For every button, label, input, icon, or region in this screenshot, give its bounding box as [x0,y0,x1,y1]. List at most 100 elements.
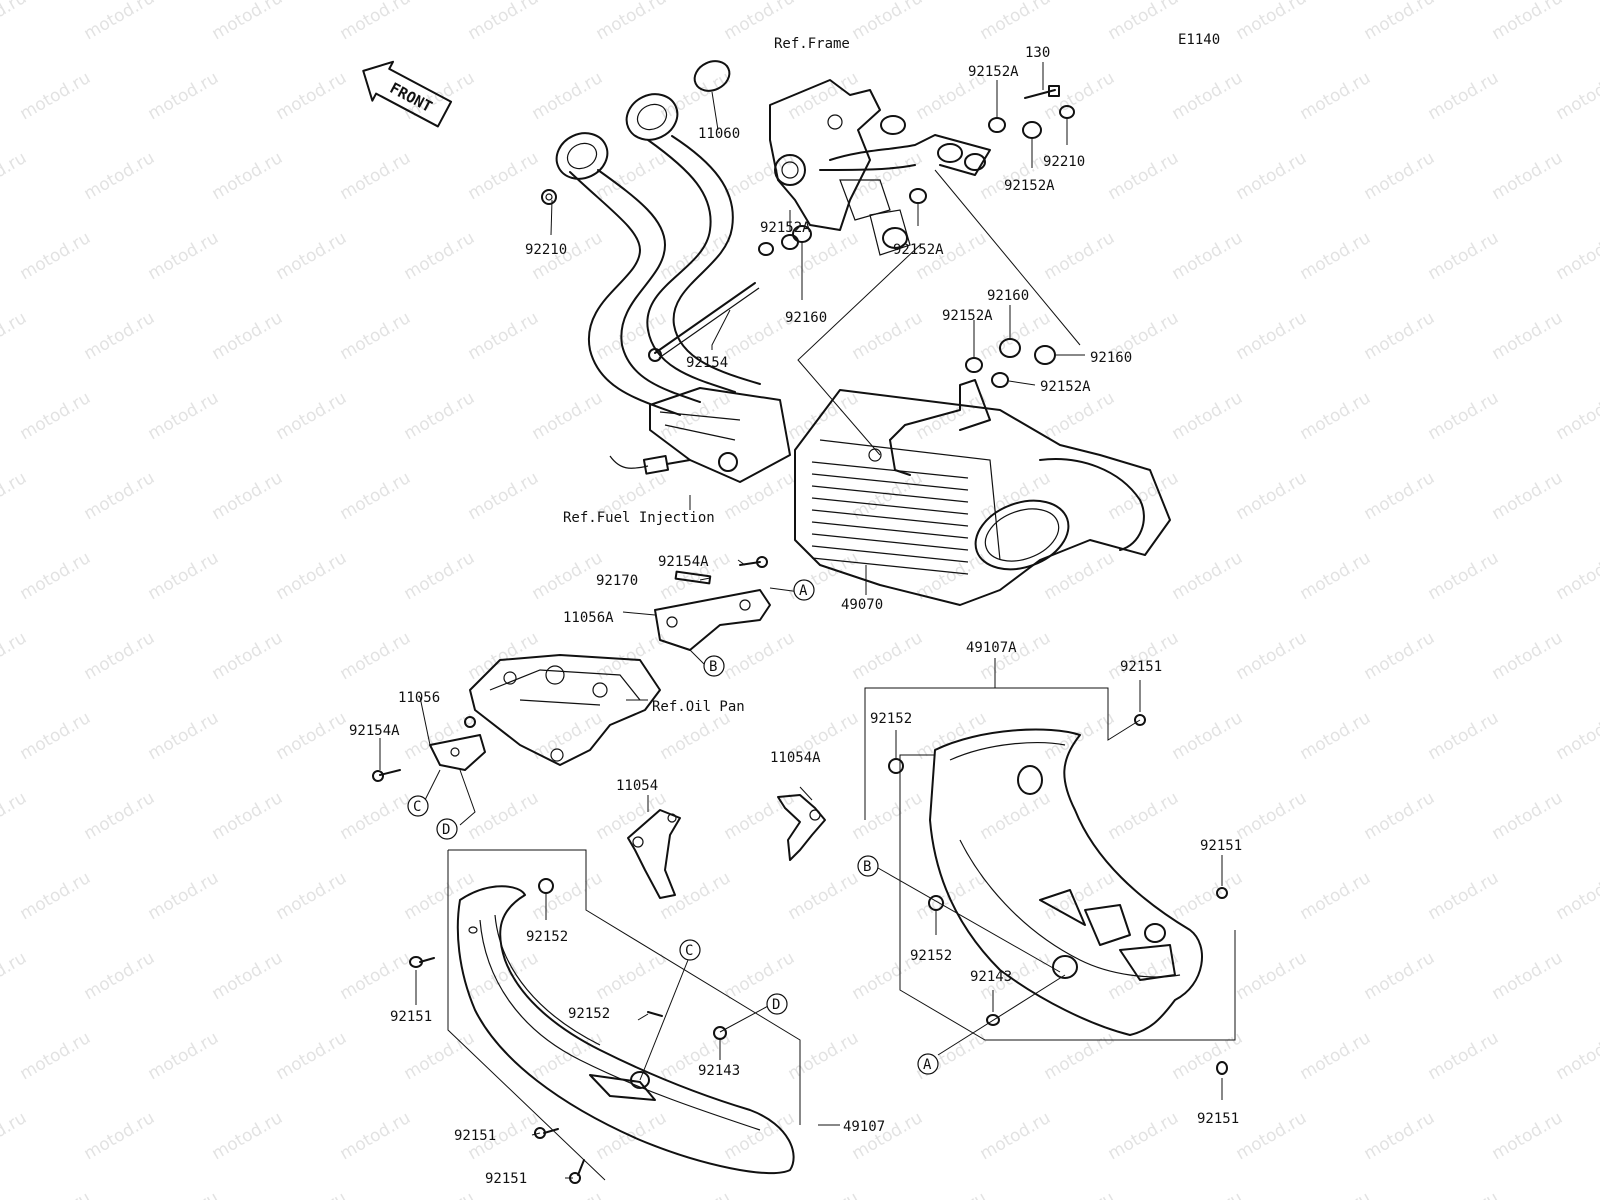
part-label-11060: 11060 [698,126,740,142]
watermark-text: motod.ru [849,788,927,844]
watermark-text: motod.ru [0,308,30,364]
watermark-text: motod.ru [1553,388,1600,444]
watermark-text: motod.ru [1169,868,1247,924]
watermark-text: motod.ru [1361,0,1439,44]
watermark-text: motod.ru [1169,1028,1247,1084]
watermark-text: motod.ru [337,468,415,524]
watermark-text: motod.ru [913,388,991,444]
watermark-text: motod.ru [1425,68,1503,124]
watermark-text: motod.ru [1297,708,1375,764]
watermark-text: motod.ru [337,308,415,364]
watermark-text: motod.ru [1425,1028,1503,1084]
watermark-text: motod.ru [1553,228,1600,284]
watermark-text: motod.ru [465,788,543,844]
watermark-text: motod.ru [0,148,30,204]
diagram-code: E1140 [1178,32,1220,48]
watermark-text: motod.ru [273,548,351,604]
watermark-text: motod.ru [209,788,287,844]
watermark-text: motod.ru [401,548,479,604]
part-label-92151-2: 92151 [1200,838,1242,854]
watermark-text: motod.ru [1425,388,1503,444]
watermark-text: motod.ru [1041,388,1119,444]
part-label-92151-5: 92151 [454,1128,496,1144]
watermark-text: motod.ru [1297,68,1375,124]
part-label-92143-2: 92143 [698,1063,740,1079]
part-label-92151-4: 92151 [390,1009,432,1025]
watermark-text: motod.ru [465,0,543,44]
part-label-92160-1: 92160 [785,310,827,326]
watermark-text: motod.ru [81,948,159,1004]
watermark-text: motod.ru [273,708,351,764]
part-label-92160-2: 92160 [987,288,1029,304]
watermark-text: motod.ru [785,68,863,124]
watermark-text: motod.ru [849,308,927,364]
watermark-text: motod.ru [1169,1188,1247,1200]
watermark-text: motod.ru [401,708,479,764]
watermark-text: motod.ru [1169,68,1247,124]
part-label-92143-1: 92143 [970,969,1012,985]
watermark-text: motod.ru [1169,548,1247,604]
part-label-11056: 11056 [398,690,440,706]
watermark-text: motod.ru [593,308,671,364]
watermark-text: motod.ru [593,0,671,44]
watermark-text: motod.ru [1233,308,1311,364]
part-label-92154A-upper: 92154A [658,554,709,570]
watermark-text: motod.ru [465,628,543,684]
callout-C-lower: C [680,940,700,960]
part-label-92151-6: 92151 [485,1171,527,1187]
watermark-text: motod.ru [1169,228,1247,284]
watermark-text: motod.ru [1553,1028,1600,1084]
watermark-text: motod.ru [0,628,30,684]
part-label-92170: 92170 [596,573,638,589]
muffler-rib [812,534,968,550]
watermark-text: motod.ru [81,468,159,524]
watermark-text: motod.ru [1553,708,1600,764]
muffler-rib [812,510,968,526]
watermark-text: motod.ru [1105,1108,1183,1164]
watermark-text: motod.ru [1489,948,1567,1004]
svg-text:B: B [709,659,717,675]
watermark-text: motod.ru [17,228,95,284]
watermark-text: motod.ru [1553,868,1600,924]
watermark-text: motod.ru [657,388,735,444]
watermark-text: motod.ru [337,628,415,684]
watermark-text: motod.ru [1041,1188,1119,1200]
callout-A-upper: A [794,580,814,600]
watermark-text: motod.ru [273,388,351,444]
watermark-text: motod.ru [209,308,287,364]
watermark-text: motod.ru [1297,1028,1375,1084]
watermark-text: motod.ru [785,388,863,444]
watermark-text: motod.ru [273,1028,351,1084]
watermark-text: motod.ru [273,1188,351,1200]
part-label-92152A-3: 92152A [760,220,811,236]
watermark-text: motod.ru [1233,148,1311,204]
watermark-text: motod.ru [1361,1108,1439,1164]
callout-B-upper: B [704,656,724,676]
watermark-text: motod.ru [977,788,1055,844]
watermark-text: motod.ru [1297,548,1375,604]
watermark-text: motod.ru [1169,708,1247,764]
watermark-text: motod.ru [0,0,30,44]
watermark-text: motod.ru [209,1108,287,1164]
watermark-text: motod.ru [1361,468,1439,524]
watermark-text: motod.ru [1361,628,1439,684]
watermark-text: motod.ru [785,868,863,924]
watermark-text: motod.ru [1105,628,1183,684]
watermark-text: motod.ru [209,468,287,524]
watermark-text: motod.ru [1425,228,1503,284]
watermark-text: motod.ru [1233,1108,1311,1164]
watermark-text: motod.ru [1105,0,1183,44]
watermark-text: motod.ru [1361,148,1439,204]
watermark-text: motod.ru [17,68,95,124]
watermark-text: motod.ru [273,228,351,284]
watermark-text: motod.ru [465,468,543,524]
part-label-92210-left: 92210 [525,242,567,258]
part-label-92210-right: 92210 [1043,154,1085,170]
watermark-text: motod.ru [1361,948,1439,1004]
part-label-92152A-2: 92152A [1004,178,1055,194]
watermark-text: motod.ru [17,1028,95,1084]
watermark-text: motod.ru [1425,548,1503,604]
watermark-text: motod.ru [529,1188,607,1200]
